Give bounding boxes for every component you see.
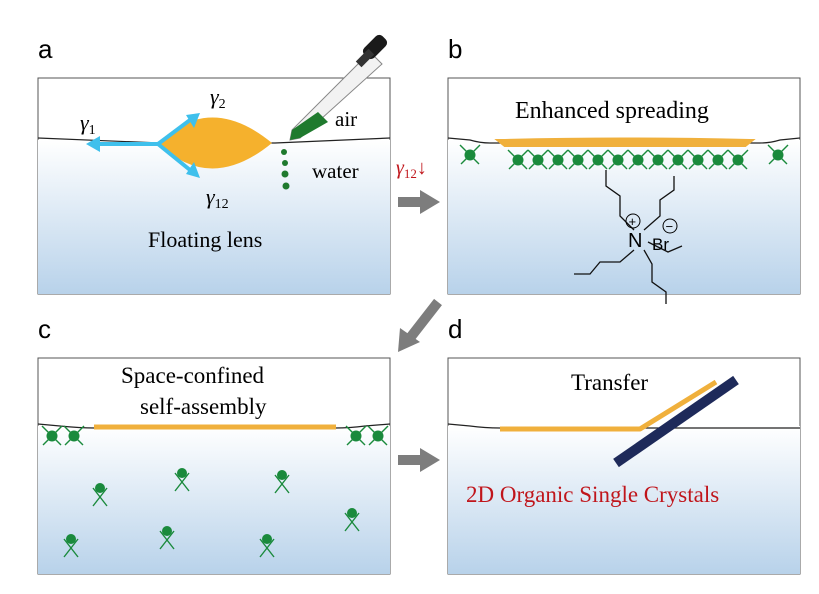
panel-a-letter: a [38, 34, 53, 64]
negative-charge-sign: − [666, 219, 674, 234]
space-confined-caption-line2: self-assembly [140, 394, 267, 419]
panel-a: a γ1 γ2 γ12 air water [37, 34, 391, 295]
panel-b-water [448, 140, 800, 294]
pipette-icon [281, 34, 388, 190]
positive-charge-icon [625, 213, 641, 229]
panel-c-water [38, 426, 390, 574]
panel-c: c Space-confined self-assembly [37, 314, 391, 575]
negative-charge-icon [662, 218, 678, 234]
surface-tension-arrows [86, 113, 200, 178]
transfer-caption: Transfer [571, 370, 648, 395]
spreading-film [494, 137, 756, 147]
gamma1-label: γ1 [80, 110, 96, 138]
bromide-label: Br [652, 235, 669, 254]
transferred-film [500, 379, 718, 432]
arrow-a-to-b [398, 190, 440, 214]
panel-d-water [448, 426, 800, 574]
floating-lens [158, 117, 272, 169]
panel-d-letter: d [448, 314, 462, 344]
water-label: water [312, 159, 359, 183]
substrate [613, 375, 739, 468]
tbab-structure [574, 170, 683, 304]
gamma12-decrease-label: γ12↓ [396, 157, 427, 181]
arrow-b-to-c [398, 298, 442, 352]
gamma2-label: γ2 [210, 84, 226, 112]
panel-d: d Transfer 2D Organic Single Crystals [447, 314, 801, 575]
air-label: air [335, 107, 357, 131]
result-caption: 2D Organic Single Crystals [466, 482, 719, 507]
enhanced-spreading-caption: Enhanced spreading [515, 98, 709, 124]
floating-lens-caption: Floating lens [148, 227, 262, 252]
panel-b: b Enhanced spreading [447, 34, 801, 304]
arrow-c-to-d [398, 448, 440, 472]
nitrogen-label: N [628, 230, 642, 252]
panel-c-letter: c [38, 314, 51, 344]
gamma12-label: γ12 [206, 184, 229, 212]
panel-b-letter: b [448, 34, 462, 64]
space-confined-caption-line1: Space-confined [121, 363, 265, 388]
positive-charge-sign: + [629, 214, 637, 229]
panel-d-water-surface [447, 423, 800, 429]
